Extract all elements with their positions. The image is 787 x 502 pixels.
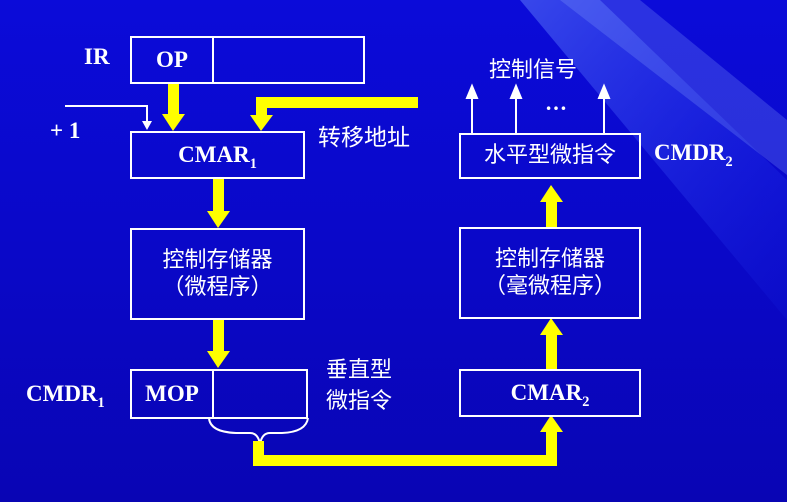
cmar2-text: CMAR bbox=[510, 379, 583, 405]
plus-one-label: + 1 bbox=[50, 118, 81, 143]
arrow-cmar2-to-store bbox=[540, 318, 563, 369]
ir-label: IR bbox=[84, 44, 110, 69]
cmar1-text: CMAR bbox=[178, 141, 250, 167]
control-store-right-subtitle: （毫微程序） bbox=[483, 274, 616, 299]
ir-register: OP bbox=[130, 36, 365, 84]
vertical-line1: 垂直型 bbox=[326, 358, 393, 383]
arrow-store-to-cmdr1 bbox=[207, 319, 230, 368]
control-store-left: 控制存储器 （微程序） bbox=[130, 228, 305, 320]
cmdr1-label: CMDR1 bbox=[26, 381, 105, 411]
control-store-left-title: 控制存储器 bbox=[162, 247, 273, 273]
ir-op-field: OP bbox=[132, 38, 214, 82]
arrow-op-to-cmar1 bbox=[162, 83, 185, 131]
cmdr2-text: CMDR bbox=[654, 140, 726, 165]
branch-address-label: 转移地址 bbox=[318, 125, 410, 151]
cmar2-subscript: 2 bbox=[582, 394, 590, 411]
vertical-line2: 微指令 bbox=[326, 388, 393, 414]
cmdr1-mop-field: MOP bbox=[132, 371, 214, 417]
cmdr2-label: CMDR2 bbox=[654, 140, 733, 170]
cmdr2-subscript: 2 bbox=[725, 154, 733, 171]
horizontal-microinstruction-register: 水平型微指令 bbox=[459, 133, 641, 179]
cmar1-register: CMAR1 bbox=[130, 131, 305, 179]
cmdr1-register: MOP bbox=[130, 369, 308, 419]
control-signals-label: 控制信号 bbox=[489, 58, 578, 83]
cmar1-subscript: 1 bbox=[249, 156, 257, 173]
vertical-microinstruction-label: 垂直型 微指令 bbox=[326, 356, 392, 418]
arrow-branch-to-cmar1 bbox=[250, 97, 418, 131]
cmar2-register: CMAR2 bbox=[459, 369, 641, 417]
control-store-right: 控制存储器 （毫微程序） bbox=[459, 227, 641, 319]
cmdr1-subscript: 1 bbox=[97, 395, 105, 412]
control-store-right-title: 控制存储器 bbox=[494, 246, 605, 272]
arrow-cmar1-to-store bbox=[207, 177, 230, 228]
increment-line bbox=[65, 105, 152, 130]
mop-brace bbox=[208, 417, 309, 445]
control-store-left-subtitle: （微程序） bbox=[162, 275, 273, 300]
cmdr1-text: CMDR bbox=[26, 381, 98, 406]
signals-ellipsis: … bbox=[545, 90, 567, 115]
arrow-store-to-horizontal bbox=[540, 185, 563, 228]
arrow-mop-to-cmar2 bbox=[253, 415, 563, 466]
control-signal-arrows bbox=[465, 83, 611, 134]
